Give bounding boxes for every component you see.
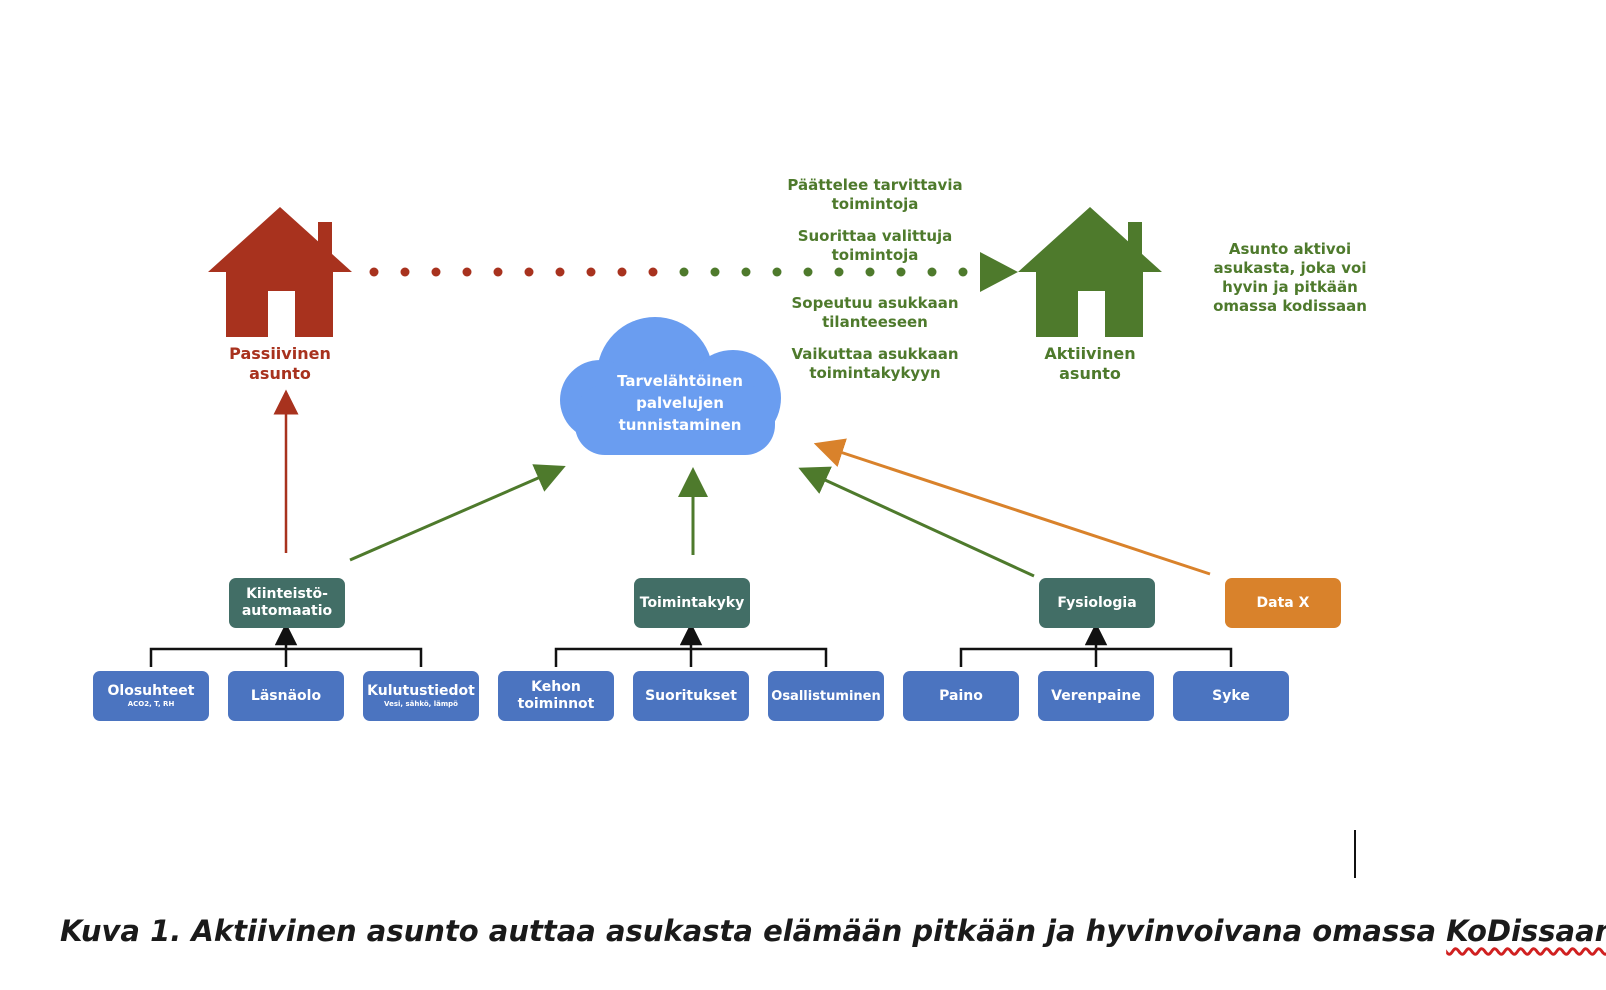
leaf-label: Suoritukset: [645, 687, 737, 704]
leaf-kehon-toiminnot: Kehon toiminnot: [498, 671, 614, 721]
leaf-label: Kulutustiedot: [367, 683, 475, 699]
arrow-datax-to-cloud: [813, 438, 1211, 576]
leaf-label: Verenpaine: [1051, 687, 1141, 704]
active-description: Asunto aktivoi asukasta, joka voi hyvin …: [1213, 240, 1367, 315]
leaf-verenpaine: Verenpaine: [1038, 671, 1154, 721]
action-label-2: Suorittaa valittuja toimintoja: [797, 227, 953, 264]
category-kiinteisto-automaatio: Kiinteistö- automaatio: [229, 578, 345, 628]
active-house-label: Aktiivinen asunto: [1044, 344, 1136, 383]
leaf-label: Osallistuminen: [771, 688, 881, 704]
leaf-label: Syke: [1212, 687, 1250, 704]
leaf-suoritukset: Suoritukset: [633, 671, 749, 721]
action-label-3: Sopeutuu asukkaan tilanteeseen: [791, 294, 959, 331]
arrow-automation-to-cloud: [349, 464, 566, 562]
cloud-label: Tarvelähtöinen palvelujen tunnistaminen: [617, 372, 743, 434]
leaf-label: Olosuhteet: [107, 683, 195, 699]
leaf-label: Läsnäolo: [250, 687, 322, 704]
arrow-fysiologia-to-cloud: [798, 466, 1035, 578]
leaf-osallistuminen: Osallistuminen: [768, 671, 884, 721]
category-label: Toimintakyky: [639, 594, 745, 611]
leaf-label: Paino: [939, 687, 983, 704]
leaf-kulutustiedot: Kulutustiedot Vesi, sähkö, lämpö: [363, 671, 479, 721]
data-x-box: Data X: [1225, 578, 1341, 628]
cloud-icon: [560, 317, 781, 455]
leaf-syke: Syke: [1173, 671, 1289, 721]
tree-connector-automation: [149, 622, 423, 667]
category-label: Kiinteistö- automaatio: [241, 586, 333, 619]
leaf-lasnaolo: Läsnäolo: [228, 671, 344, 721]
leaf-paino: Paino: [903, 671, 1019, 721]
transition-dotted-line: [369, 252, 1018, 292]
leaf-olosuhteet: Olosuhteet ACO2, T, RH: [93, 671, 209, 721]
action-label-1: Päättelee tarvittavia toimintoja: [787, 176, 963, 213]
caption-main: Kuva 1. Aktiivinen asunto auttaa asukast…: [60, 914, 1447, 948]
active-house-icon: [1018, 207, 1162, 337]
leaf-sublabel: ACO2, T, RH: [127, 700, 175, 708]
category-fysiologia: Fysiologia: [1039, 578, 1155, 628]
data-x-label: Data X: [1256, 594, 1310, 611]
figure-caption: Kuva 1. Aktiivinen asunto auttaa asukast…: [60, 914, 1606, 948]
passive-house-label: Passiivinen asunto: [229, 344, 331, 383]
leaf-label: Kehon toiminnot: [517, 679, 595, 712]
text-cursor: [1354, 830, 1356, 878]
leaf-sublabel: Vesi, sähkö, lämpö: [384, 700, 458, 708]
caption-underlined-word: KoDissaan: [1446, 914, 1606, 948]
tree-connector-fysiologia: [959, 622, 1233, 667]
action-label-4: Vaikuttaa asukkaan toimintakykyyn: [791, 345, 959, 382]
tree-connector-toimintakyky: [554, 622, 828, 667]
passive-house-icon: [208, 207, 352, 337]
category-label: Fysiologia: [1057, 594, 1137, 611]
category-toimintakyky: Toimintakyky: [634, 578, 750, 628]
